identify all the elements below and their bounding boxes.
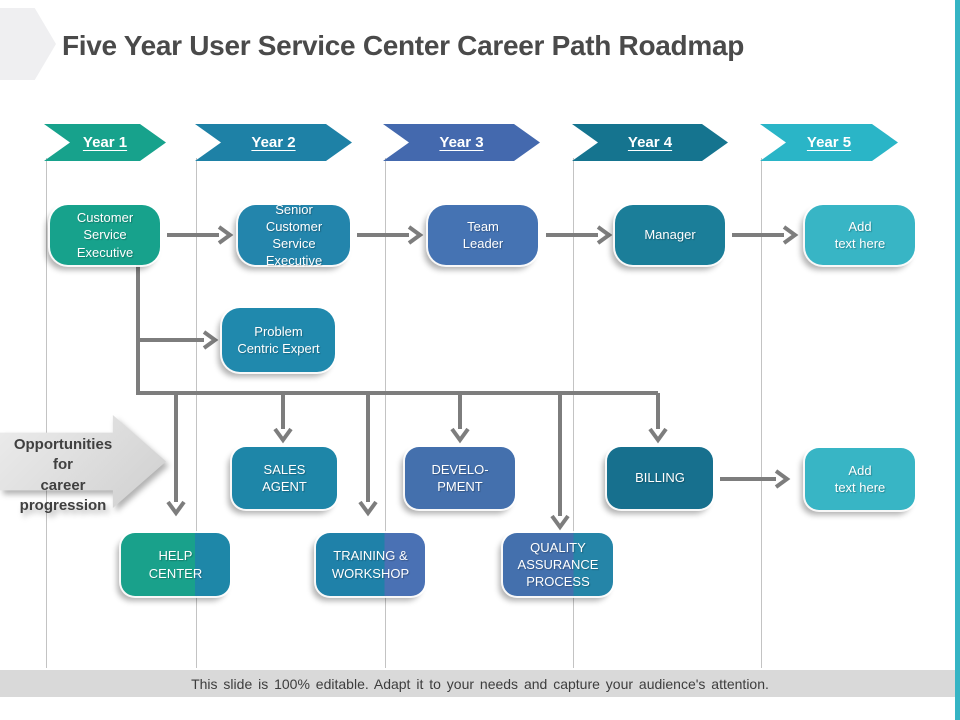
gridline-year1 — [46, 158, 47, 668]
node-development: DEVELO- PMENT — [405, 447, 515, 509]
node-manager: Manager — [615, 205, 725, 265]
year-4-label: Year 4 — [627, 134, 673, 151]
gridline-year3 — [385, 158, 386, 668]
node-help-center: HELP CENTER — [121, 533, 230, 596]
page-title: Five Year User Service Center Career Pat… — [62, 30, 745, 61]
node-add-text-top: Add text here — [805, 205, 915, 265]
gridline-year4 — [573, 158, 574, 668]
footer-band: This slide is 100% editable. Adapt it to… — [0, 670, 960, 697]
year-5-label: Year 5 — [806, 134, 852, 151]
gridline-year2 — [196, 158, 197, 668]
node-training-workshop: TRAINING & WORKSHOP — [316, 533, 425, 596]
node-customer-service-executive: Customer Service Executive — [50, 205, 160, 265]
gridline-year5 — [761, 158, 762, 668]
node-problem-centric-expert: Problem Centric Expert — [222, 308, 335, 372]
node-quality-assurance-process: QUALITY ASSURANCE PROCESS — [503, 533, 613, 596]
node-team-leader: Team Leader — [428, 205, 538, 265]
accent-strip — [955, 0, 960, 720]
node-add-text-bottom: Add text here — [805, 448, 915, 510]
year-banner-3: Year 3 — [383, 124, 540, 161]
footer-note: This slide is 100% editable. Adapt it to… — [191, 675, 769, 692]
year-2-label: Year 2 — [251, 134, 296, 151]
year-3-label: Year 3 — [439, 134, 484, 151]
year-1-label: Year 1 — [82, 134, 128, 151]
node-sales-agent: SALES AGENT — [232, 447, 337, 509]
year-banner-4: Year 4 — [572, 124, 728, 161]
opportunities-arrow: Opportunities for career progression — [0, 415, 166, 514]
node-senior-customer-service-executive: Senior Customer Service Executive — [238, 202, 350, 268]
year-banner-2: Year 2 — [195, 124, 352, 161]
opportunities-label: Opportunities for career progression — [13, 436, 113, 514]
node-billing: BILLING — [607, 447, 713, 509]
year-banner-1: Year 1 — [44, 124, 166, 161]
